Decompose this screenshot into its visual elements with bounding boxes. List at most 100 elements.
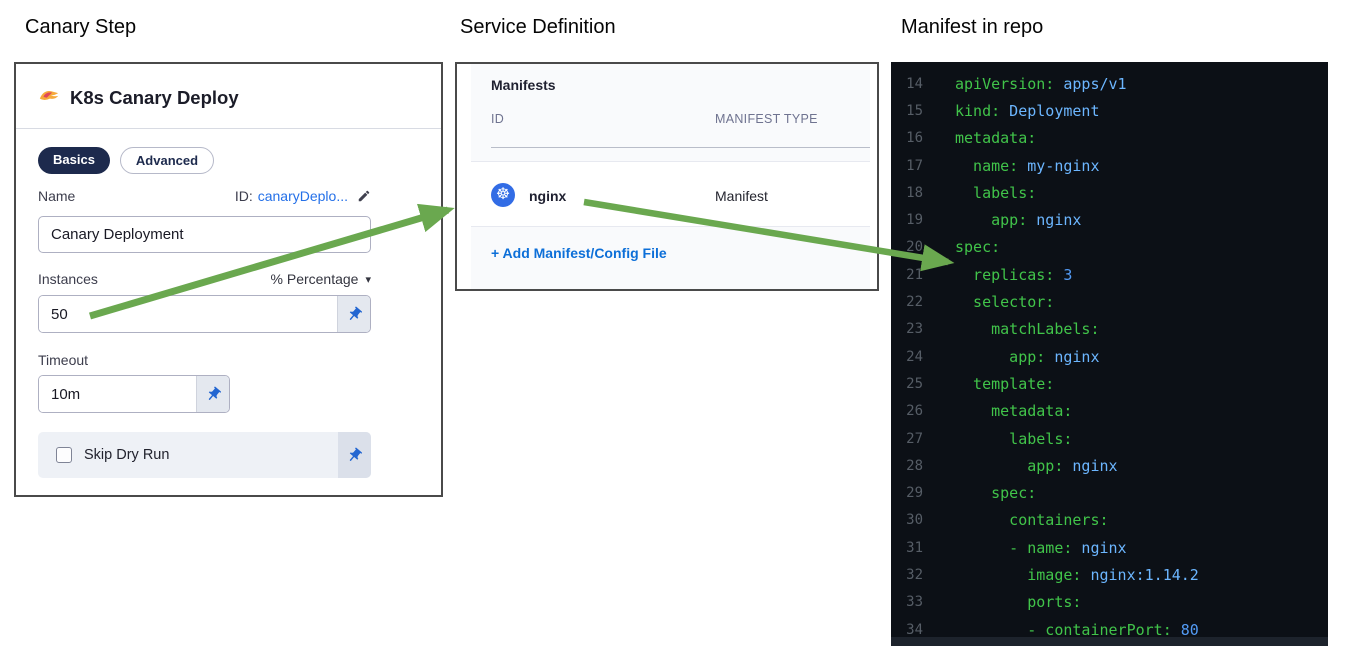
- line-number: 19: [906, 212, 923, 229]
- manifest-table-row[interactable]: ☸ nginx Manifest: [471, 161, 870, 227]
- code-line: 24 app: nginx: [891, 343, 1328, 370]
- line-number: 26: [906, 403, 923, 420]
- step-heading: K8s Canary Deploy: [70, 86, 239, 108]
- line-number: 32: [906, 566, 923, 583]
- code-text: app: nginx: [991, 211, 1082, 230]
- line-number: 18: [906, 184, 923, 201]
- instances-mode-dropdown[interactable]: % Percentage ▾: [271, 271, 371, 287]
- timeout-input[interactable]: [39, 376, 196, 412]
- pin-button-instances[interactable]: [337, 296, 370, 332]
- service-definition-title: Service Definition: [460, 16, 616, 38]
- column-header-manifest-type: MANIFEST TYPE: [715, 112, 818, 126]
- code-line: 23 matchLabels:: [891, 316, 1328, 343]
- pushpin-icon: [349, 447, 363, 461]
- code-line: 31 - name: nginx: [891, 534, 1328, 561]
- line-number: 14: [906, 75, 923, 92]
- code-text: metadata:: [991, 402, 1073, 421]
- line-number: 27: [906, 430, 923, 447]
- code-line: 28 app: nginx: [891, 452, 1328, 479]
- code-line: 26 metadata:: [891, 398, 1328, 425]
- editor-scrollbar[interactable]: [891, 637, 1328, 646]
- line-number: 30: [906, 512, 923, 529]
- pin-button-skip-dry-run[interactable]: [338, 432, 371, 478]
- add-manifest-link[interactable]: + Add Manifest/Config File: [491, 245, 667, 261]
- manifest-type-cell: Manifest: [715, 188, 768, 204]
- code-text: spec:: [991, 484, 1037, 503]
- code-line: 16 metadata:: [891, 125, 1328, 152]
- instances-input[interactable]: [39, 296, 337, 332]
- code-text: app: nginx: [1027, 456, 1118, 475]
- code-text: image: nginx:1.14.2: [1027, 565, 1199, 584]
- code-line: 17 name: my-nginx: [891, 152, 1328, 179]
- id-prefix-label: ID:: [234, 188, 253, 204]
- instances-label: Instances: [38, 271, 98, 287]
- code-line: 19 app: nginx: [891, 206, 1328, 233]
- tab-basics[interactable]: Basics: [38, 147, 110, 174]
- name-input[interactable]: [38, 216, 371, 253]
- code-text: app: nginx: [1009, 347, 1100, 366]
- code-text: ports:: [1027, 593, 1082, 612]
- instances-field-group: [38, 295, 371, 333]
- manifests-section-title: Manifests: [491, 77, 556, 93]
- line-number: 34: [906, 621, 923, 638]
- line-number: 17: [906, 157, 923, 174]
- line-number: 31: [906, 539, 923, 556]
- id-link[interactable]: canaryDeplo...: [257, 188, 348, 204]
- code-text: labels:: [973, 183, 1037, 202]
- canary-step-title: Canary Step: [25, 16, 137, 38]
- tab-advanced[interactable]: Advanced: [119, 147, 215, 174]
- code-text: containers:: [1009, 511, 1109, 530]
- line-number: 29: [906, 485, 923, 502]
- code-line: 32 image: nginx:1.14.2: [891, 561, 1328, 588]
- code-text: labels:: [1009, 429, 1073, 448]
- code-line: 22 selector:: [891, 288, 1328, 315]
- manifest-id-cell: nginx: [529, 188, 567, 204]
- code-line: 30 containers:: [891, 507, 1328, 534]
- timeout-field-group: [38, 375, 230, 413]
- service-definition-card: Manifests ID MANIFEST TYPE ☸ nginx Manif…: [455, 62, 879, 291]
- edit-id-icon[interactable]: [357, 189, 371, 203]
- step-tabs: Basics Advanced: [38, 147, 215, 174]
- code-text: name: my-nginx: [973, 156, 1100, 175]
- code-text: selector:: [973, 293, 1055, 312]
- code-text: spec:: [955, 238, 1001, 257]
- name-label: Name: [38, 188, 76, 204]
- pushpin-icon: [208, 386, 221, 400]
- skip-dry-run-row: Skip Dry Run: [38, 432, 371, 478]
- canary-bird-icon: [38, 84, 60, 111]
- manifest-in-repo-title: Manifest in repo: [901, 16, 1044, 38]
- line-number: 16: [906, 130, 923, 147]
- canary-step-card: K8s Canary Deploy Basics Advanced Name I…: [14, 62, 443, 497]
- code-line: 15 kind: Deployment: [891, 97, 1328, 124]
- code-text: matchLabels:: [991, 320, 1100, 339]
- code-text: - containerPort: 80: [1027, 620, 1199, 639]
- line-number: 21: [906, 266, 923, 283]
- code-line: 34 - containerPort: 80: [891, 616, 1328, 643]
- instances-mode-value: % Percentage: [270, 271, 359, 287]
- line-number: 24: [906, 348, 923, 365]
- table-header-divider: [491, 147, 870, 148]
- column-header-id: ID: [491, 112, 505, 126]
- code-text: - name: nginx: [1009, 538, 1127, 557]
- skip-dry-run-checkbox[interactable]: [56, 447, 72, 463]
- kubernetes-icon: ☸: [491, 183, 515, 207]
- timeout-label: Timeout: [38, 352, 89, 368]
- code-text: metadata:: [955, 129, 1037, 148]
- code-text: kind: Deployment: [955, 101, 1100, 120]
- pin-button-timeout[interactable]: [196, 376, 229, 412]
- code-line: 18 labels:: [891, 179, 1328, 206]
- pushpin-icon: [349, 306, 362, 320]
- manifests-panel: Manifests ID MANIFEST TYPE ☸ nginx Manif…: [471, 64, 870, 289]
- line-number: 15: [906, 102, 923, 119]
- code-text: template:: [973, 374, 1055, 393]
- code-line: 29 spec:: [891, 479, 1328, 506]
- line-number: 22: [906, 294, 923, 311]
- line-number: 28: [906, 457, 923, 474]
- line-number: 23: [906, 321, 923, 338]
